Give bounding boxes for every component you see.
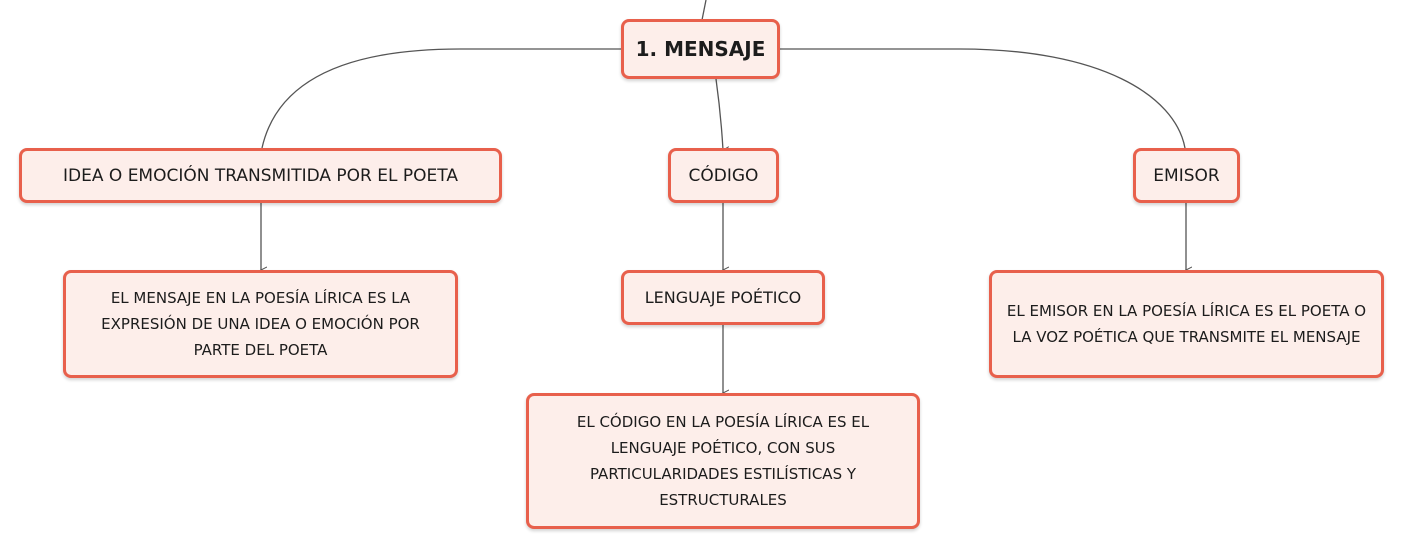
branch-label-emisor: EMISOR [1153,165,1220,186]
detail-node-mensaje[interactable]: EL MENSAJE EN LA POESÍA LÍRICA ES LA EXP… [63,270,458,378]
branch-label-codigo: CÓDIGO [688,165,759,186]
connector-main-to-idea [261,48,622,149]
detail-node-emisor[interactable]: EL EMISOR EN LA POESÍA LÍRICA ES EL POET… [989,270,1384,378]
branch-label-idea: IDEA O EMOCIÓN TRANSMITIDA POR EL POETA [63,165,458,186]
detail-text-codigo: EL CÓDIGO EN LA POESÍA LÍRICA ES EL LENG… [576,413,870,509]
branch-node-idea[interactable]: IDEA O EMOCIÓN TRANSMITIDA POR EL POETA [19,148,502,203]
sub-branch-node-lenguaje[interactable]: LENGUAJE POÉTICO [621,270,825,325]
detail-text-mensaje: EL MENSAJE EN LA POESÍA LÍRICA ES LA EXP… [101,289,420,359]
detail-text-emisor: EL EMISOR EN LA POESÍA LÍRICA ES EL POET… [1006,302,1367,346]
connector-parent-to-main [701,0,707,21]
branch-node-codigo[interactable]: CÓDIGO [668,148,779,203]
main-topic-node[interactable]: 1. MENSAJE [621,19,780,79]
connector-main-to-codigo [715,78,723,150]
connector-main-to-emisor [779,48,1186,149]
branch-node-emisor[interactable]: EMISOR [1133,148,1240,203]
sub-branch-label-lenguaje: LENGUAJE POÉTICO [644,287,802,307]
detail-node-codigo[interactable]: EL CÓDIGO EN LA POESÍA LÍRICA ES EL LENG… [526,393,920,529]
main-topic-label: 1. MENSAJE [635,37,766,61]
